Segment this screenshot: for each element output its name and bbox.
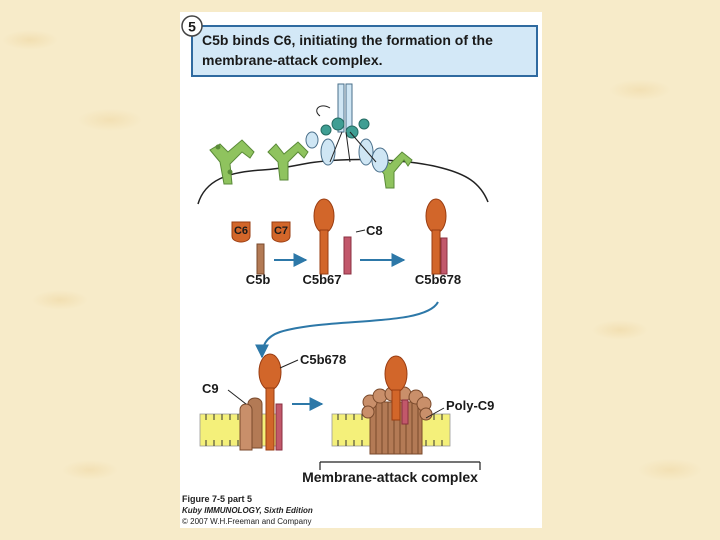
- step-number-badge: [181, 15, 203, 37]
- mac-label: Membrane-attack complex: [302, 469, 478, 485]
- cell-surface-scene: [197, 83, 489, 205]
- mac-bracket: [319, 461, 481, 470]
- mac-diagram: 5 C5b binds C6, initiating the formation…: [181, 15, 538, 485]
- step-number: 5: [188, 19, 196, 35]
- c5b-label: C5b: [246, 272, 271, 287]
- step-header: 5 C5b binds C6, initiating the formation…: [181, 15, 538, 77]
- figure-panel: 5 C5b binds C6, initiating the formation…: [180, 12, 542, 528]
- c6-label: C6: [234, 225, 248, 237]
- c7-shape: [271, 221, 291, 243]
- c9-leader: [227, 389, 247, 405]
- arrow-to-membrane: [255, 301, 439, 359]
- source-caption: Kuby IMMUNOLOGY, Sixth Edition: [182, 506, 313, 515]
- title-line-1: C5b binds C6, initiating the formation o…: [202, 32, 493, 48]
- c5b678-mid-leader: [279, 359, 299, 369]
- assembly-row-bottom: C9 C5b678 Poly-C9: [199, 352, 494, 485]
- c7-label: C7: [274, 225, 288, 237]
- assembly-row-top: C6 C7 C5b C5b67 C8 C5b678: [231, 198, 461, 287]
- antibody-middle-icon: [267, 141, 309, 181]
- c8-rod: [343, 236, 352, 275]
- poly-c9-leader: [425, 407, 445, 419]
- mac-c5b-head: [384, 355, 408, 393]
- c8-label: C8: [366, 223, 383, 238]
- c5b678-top-stalk: [431, 229, 441, 275]
- c5b678-top-head: [425, 198, 447, 234]
- c8-in-membrane: [275, 403, 283, 451]
- cell-membrane-line: [197, 158, 489, 205]
- c5b-rod: [256, 243, 265, 275]
- c5b678-mid-label: C5b678: [300, 352, 346, 367]
- c9-label: C9: [202, 381, 219, 396]
- mac-c8: [401, 399, 409, 425]
- copyright-caption: © 2007 W.H.Freeman and Company: [182, 517, 312, 526]
- antibody-left-icon: [209, 139, 255, 185]
- c6-shape: [231, 221, 251, 243]
- c5-convertase-icon: [305, 83, 389, 173]
- c9-molecule-2: [239, 403, 253, 451]
- c5b678-top-c8: [440, 237, 448, 275]
- poly-c9-label: Poly-C9: [446, 398, 494, 413]
- figure-caption: Figure 7-5 part 5: [182, 494, 253, 504]
- mac-c5b-stalk: [391, 389, 401, 421]
- c8-leader: [355, 229, 366, 233]
- title-line-2: membrane-attack complex.: [202, 52, 383, 68]
- title-box: [191, 25, 538, 77]
- c5b678-mid-stalk: [265, 387, 275, 451]
- c5b67-stalk: [319, 229, 329, 275]
- c5b67-head: [313, 198, 335, 234]
- c5b678-mid-head: [258, 353, 282, 391]
- c5b67-label: C5b67: [302, 272, 341, 287]
- c5b678-top-label: C5b678: [415, 272, 461, 287]
